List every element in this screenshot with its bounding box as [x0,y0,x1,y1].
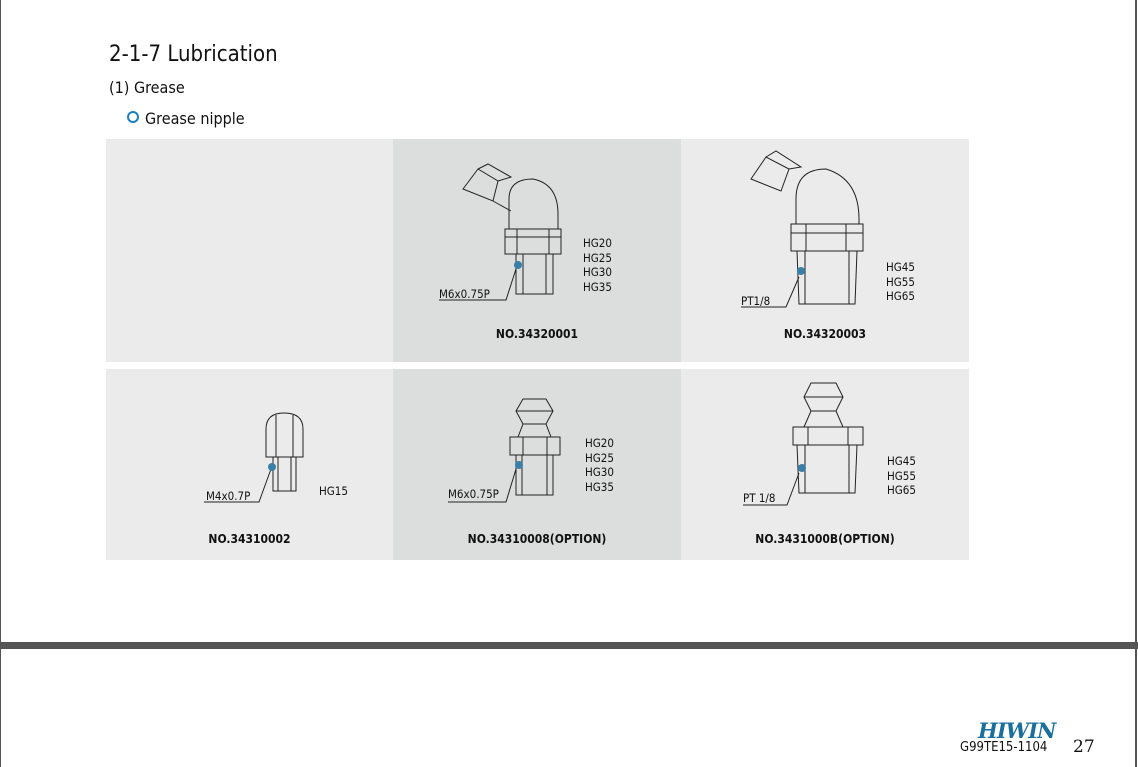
model: HG30 [585,465,614,479]
item-heading: Grease nipple [127,109,245,128]
model: HG20 [583,236,612,250]
subsection-title: (1) Grease [109,78,185,97]
bullet-icon [127,111,139,123]
model: HG25 [585,450,614,465]
model: HG30 [583,265,612,279]
cell-empty [106,139,393,362]
page-separator [0,642,1138,649]
model: HG35 [585,479,614,494]
part-number: NO.34320003 [783,327,867,341]
cap-nipple-drawing [204,412,304,503]
part-number: NO.34310002 [208,532,291,546]
hiwin-logo: HIWIN [978,718,1056,743]
angled-nipple-drawing [741,150,864,308]
model: HG55 [887,468,916,483]
model: HG15 [319,484,348,498]
model: HG55 [886,274,915,289]
part-number: NO.3431000B(OPTION) [755,532,895,546]
model: HG35 [583,279,612,294]
model: HG45 [886,260,915,274]
part-number: NO.34320001 [495,327,579,341]
model: HG65 [887,483,916,497]
item-heading-text: Grease nipple [145,109,245,128]
angled-nipple-drawing [439,163,562,301]
page-frame-next [0,649,1137,767]
model: HG45 [887,454,916,468]
thread-label: PT1/8 [741,294,771,308]
page-frame [0,0,1137,642]
page-number: 27 [1073,737,1095,757]
thread-label: M4x0.7P [206,489,251,503]
straight-nipple-drawing [448,398,561,503]
part-number: NO.34310008(OPTION) [467,532,607,546]
straight-nipple-drawing [743,382,864,506]
document-code: G99TE15-1104 [960,740,1048,755]
thread-label: M6x0.75P [439,287,490,301]
model-list: HG15 [319,484,348,499]
section-title: 2-1-7 Lubrication [109,42,278,67]
model: HG65 [886,289,915,303]
model: HG20 [585,436,614,450]
model: HG25 [583,250,612,265]
thread-label: PT 1/8 [743,491,776,505]
cell-34310002: M4x0.7P HG15 NO.34310002 [106,369,393,560]
thread-label: M6x0.75P [448,487,499,501]
